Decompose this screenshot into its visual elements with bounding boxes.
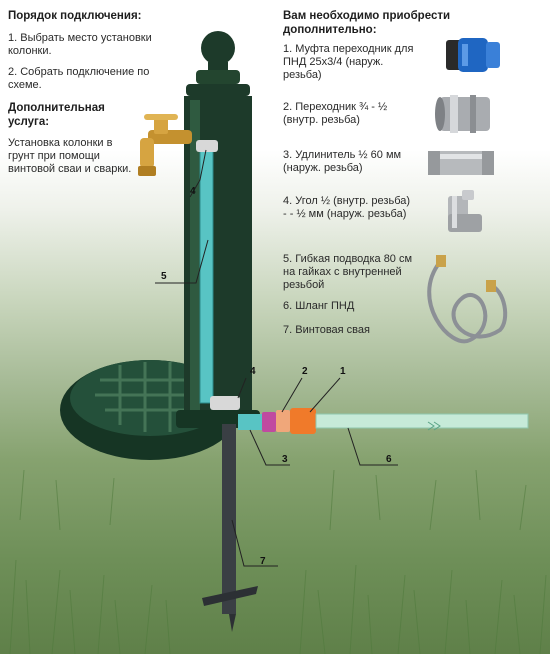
callout-1: 1: [340, 366, 346, 377]
water-column-post: [176, 31, 260, 428]
callout-4-top: 4: [190, 186, 196, 197]
step-1: 1. Выбрать место установки колонки.: [8, 32, 152, 57]
item-4: 4. Угол ½ (внутр. резьба) - - ½ мм (нару…: [283, 195, 411, 220]
callout-4-bottom: 4: [250, 366, 256, 377]
flexible-hose-image: [427, 255, 508, 344]
inner-hose: [196, 140, 240, 410]
screw-pile: [202, 424, 258, 632]
extender-image: [428, 151, 494, 175]
callout-3: 3: [282, 454, 288, 465]
callout-7: 7: [260, 556, 266, 567]
tap-faucet: [138, 114, 192, 176]
item-3: 3. Удлинитель ½ 60 мм (наруж. резьба): [283, 149, 402, 174]
item-7: 7. Винтовая свая: [283, 324, 370, 336]
elbow-image: [448, 190, 482, 232]
extra-service-heading: Дополнительная услуга:: [8, 102, 105, 128]
item-1: 1. Муфта переходник для ПНД 25х3/4 (нару…: [283, 43, 414, 81]
additional-purchase-heading: Вам необходимо приобрести дополнительно:: [283, 10, 451, 36]
item-6: 6. Шланг ПНД: [283, 300, 355, 312]
extra-service-text: Установка колонки в грунт при помощи вин…: [8, 137, 132, 175]
callout-2: 2: [302, 366, 308, 377]
pnd-coupling-image: [446, 38, 500, 72]
callout-6: 6: [386, 454, 392, 465]
item-5: 5. Гибкая подводка 80 см на гайках с вну…: [283, 253, 413, 291]
connection-fittings: [238, 408, 529, 434]
adapter-image: [435, 95, 490, 133]
callout-5: 5: [161, 271, 167, 282]
step-2: 2. Собрать подключение по схеме.: [8, 66, 150, 91]
connection-order-heading: Порядок подключения:: [8, 10, 142, 22]
item-2: 2. Переходник ¾ - ½ (внутр. резьба): [283, 101, 388, 126]
